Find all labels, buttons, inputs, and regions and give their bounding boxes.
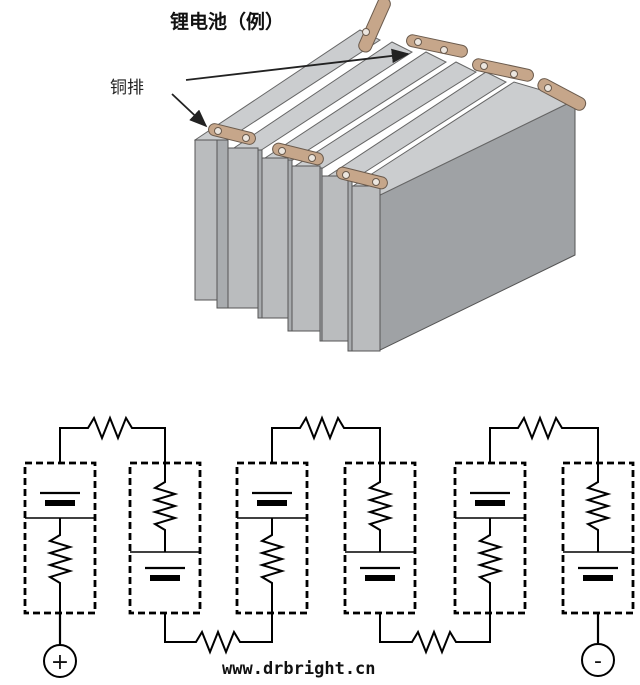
watermark: www.drbright.cn [222, 659, 376, 679]
cell-dividers [25, 517, 633, 553]
busbar-3 [336, 166, 388, 190]
cell-2-front [227, 147, 259, 309]
positive-terminal-label: + [51, 650, 69, 675]
busbar-label: 铜排 [110, 78, 144, 98]
busbar-4 [358, 0, 391, 53]
cell-boxes [23, 461, 635, 615]
cell-4-front [291, 165, 321, 332]
label-arrow-2 [171, 93, 208, 128]
bottom-resistor-2 [379, 613, 491, 655]
top-resistor-3 [489, 415, 599, 463]
cell-6-front [351, 185, 381, 352]
top-resistor-1 [59, 415, 166, 463]
cell-edges [216, 139, 353, 352]
diagram-title: 锂电池（例） [170, 10, 284, 33]
cell-1-front [194, 139, 218, 301]
busbar-2 [272, 142, 324, 166]
battery-4-short [365, 575, 395, 581]
negative-terminal [581, 643, 615, 677]
busbar-5 [406, 34, 468, 58]
busbar-7 [537, 78, 587, 111]
battery-pack-illustration: 铜排 [110, 0, 587, 352]
resistor-cell-3 [258, 518, 286, 613]
top-resistor-2 [271, 415, 381, 463]
busbar-1 [208, 123, 256, 145]
cell-top-faces [193, 29, 577, 196]
internal-resistors [46, 463, 612, 613]
resistor-cell-6 [584, 463, 612, 552]
bottom-busbar-resistors [164, 613, 491, 655]
resistor-cell-1 [46, 518, 74, 613]
cell-5-front [321, 175, 349, 342]
battery-1-short [45, 500, 75, 506]
label-arrow-1 [185, 48, 410, 81]
bottom-resistor-1 [164, 613, 273, 655]
resistor-cell-5 [476, 518, 504, 613]
resistor-cell-2 [151, 463, 179, 552]
positive-terminal [43, 644, 77, 678]
battery-6-short [583, 575, 613, 581]
resistor-cell-4 [366, 463, 394, 552]
battery-5-short [475, 500, 505, 506]
battery-2-short [150, 575, 180, 581]
busbar-6 [472, 58, 534, 82]
negative-terminal-label: - [594, 649, 602, 674]
battery-3-short [257, 500, 287, 506]
top-busbar-resistors [59, 415, 599, 463]
copper-busbars [208, 0, 587, 190]
equivalent-circuit [23, 415, 635, 678]
battery-symbols [40, 491, 618, 581]
cell-3-front [261, 157, 289, 319]
cell-front-faces [194, 139, 381, 352]
